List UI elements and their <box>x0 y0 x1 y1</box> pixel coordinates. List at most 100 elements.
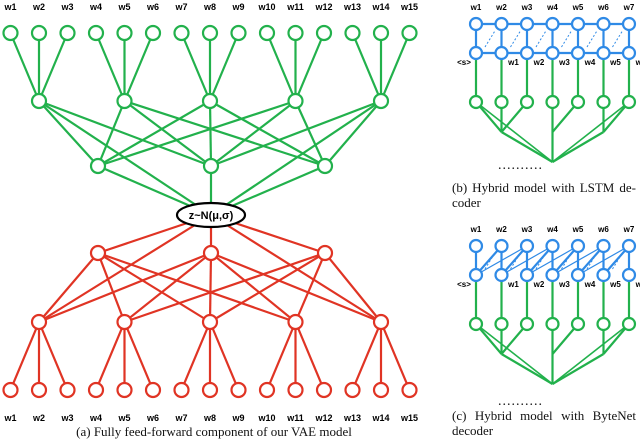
encoder-hidden-node <box>287 92 304 110</box>
encoder-input-node <box>116 24 133 42</box>
encoder-edge <box>97 99 296 168</box>
decoder-edge <box>324 252 382 323</box>
decoder-output-node <box>372 381 390 399</box>
decoder-edge <box>96 252 126 323</box>
decoder-output-node <box>401 381 418 399</box>
hybrid-input-label: w3 <box>558 58 570 67</box>
decoder-causal-edge <box>526 245 579 276</box>
decoder-bottom-node <box>468 267 484 283</box>
encoder-input-node <box>258 24 276 42</box>
decoder-output-node <box>59 381 76 399</box>
encoder-input-node <box>344 24 361 42</box>
encoder-input-node <box>372 24 390 42</box>
decoder-hidden-node <box>89 244 107 262</box>
encoder-input-node <box>173 24 190 42</box>
decoder-top-node <box>468 238 484 254</box>
encoder-edge <box>96 100 126 167</box>
decoder-edge <box>123 321 155 391</box>
top-word-label: w3 <box>60 2 73 12</box>
encoder-edge <box>210 99 382 168</box>
encoder-edge <box>351 32 383 102</box>
top-word-label: w6 <box>146 2 159 12</box>
latent-label: z~N(μ,σ) <box>189 210 234 222</box>
hybrid-input-label: w3 <box>558 280 570 289</box>
bottom-word-label: w9 <box>231 413 244 423</box>
conditioning-node <box>494 316 509 332</box>
decoder-top-node <box>494 16 509 32</box>
decoder-edge <box>37 321 69 391</box>
conditioning-node <box>519 94 535 110</box>
decoder-output-node <box>30 381 48 399</box>
hybrid-output-label: w2 <box>495 225 507 234</box>
conditioning-node <box>545 94 560 110</box>
decoder-edge <box>209 252 326 323</box>
caption-a: (a) Fully feed-forward component of our … <box>76 424 352 439</box>
conditioning-edge <box>552 101 630 163</box>
encoder-input-node <box>87 24 105 42</box>
top-word-label: w5 <box>117 2 130 12</box>
decoder-bottom-node <box>545 267 560 283</box>
bottom-word-label: w5 <box>117 413 130 423</box>
hybrid-input-label: w4 <box>584 58 596 67</box>
top-word-label: w2 <box>32 2 45 12</box>
decoder-bottom-node <box>621 45 637 61</box>
hybrid-input-label: w2 <box>533 58 545 67</box>
decoder-top-node <box>596 16 611 32</box>
decoder-bottom-node <box>494 267 509 283</box>
latent-node <box>175 201 247 229</box>
encoder-hidden-node <box>89 157 107 175</box>
conditioning-node <box>468 316 484 332</box>
decoder-top-node <box>468 16 484 32</box>
top-word-label: w4 <box>89 2 102 12</box>
decoder-bottom-node <box>596 45 611 61</box>
conditioning-node <box>596 316 611 332</box>
decoder-bottom-node <box>570 45 586 61</box>
encoder-input-node <box>30 24 48 42</box>
decoder-top-node <box>596 238 611 254</box>
decoder-shift-edge <box>586 29 598 48</box>
decoder-bottom-node <box>519 267 535 283</box>
encoder-edge <box>209 100 326 167</box>
hybrid-input-label: <s> <box>457 58 471 67</box>
decoder-output-node <box>315 381 333 399</box>
decoder-edge <box>265 321 297 391</box>
decoder-edge <box>9 321 41 391</box>
decoder-output-node <box>173 381 190 399</box>
conditioning-node <box>545 316 560 332</box>
encoder-hidden-node <box>116 92 133 110</box>
top-word-label: w1 <box>3 2 16 12</box>
decoder-edge <box>210 214 382 323</box>
decoder-hidden-node <box>201 313 219 331</box>
decoder-output-node <box>87 381 105 399</box>
hybrid-output-label: w2 <box>495 3 507 12</box>
top-word-label: w9 <box>231 2 244 12</box>
decoder-top-node <box>519 16 535 32</box>
hybrid-input-label: w5 <box>609 280 621 289</box>
hybrid-output-label: w5 <box>572 225 584 234</box>
encoder-edge <box>9 32 41 102</box>
encoder-hidden-node <box>30 92 48 110</box>
encoder-edge <box>294 32 326 102</box>
top-word-label: w12 <box>314 2 332 12</box>
encoder-input-node <box>401 24 418 42</box>
decoder-hidden-node <box>202 244 220 262</box>
encoder-input-node <box>59 24 76 42</box>
hybrid-output-label: w3 <box>521 3 533 12</box>
decoder-bottom-node <box>621 267 637 283</box>
hybrid-output-label: w6 <box>597 3 609 12</box>
decoder-hidden-node <box>372 313 390 331</box>
decoder-hidden-node <box>116 313 133 331</box>
decoder-hidden-node <box>316 244 334 262</box>
conditioning-node <box>570 94 586 110</box>
hybrid-output-label: w3 <box>521 225 533 234</box>
bottom-word-label: w11 <box>286 413 304 423</box>
decoder-hidden-node <box>287 313 304 331</box>
decoder-edge <box>208 252 213 323</box>
conditioning-edge <box>475 101 553 163</box>
decoder-edge <box>38 252 99 323</box>
encoder-edge <box>38 100 99 167</box>
caption-b-line2: coder <box>452 195 481 210</box>
bottom-word-label: w7 <box>174 413 187 423</box>
decoder-edge <box>351 321 383 391</box>
